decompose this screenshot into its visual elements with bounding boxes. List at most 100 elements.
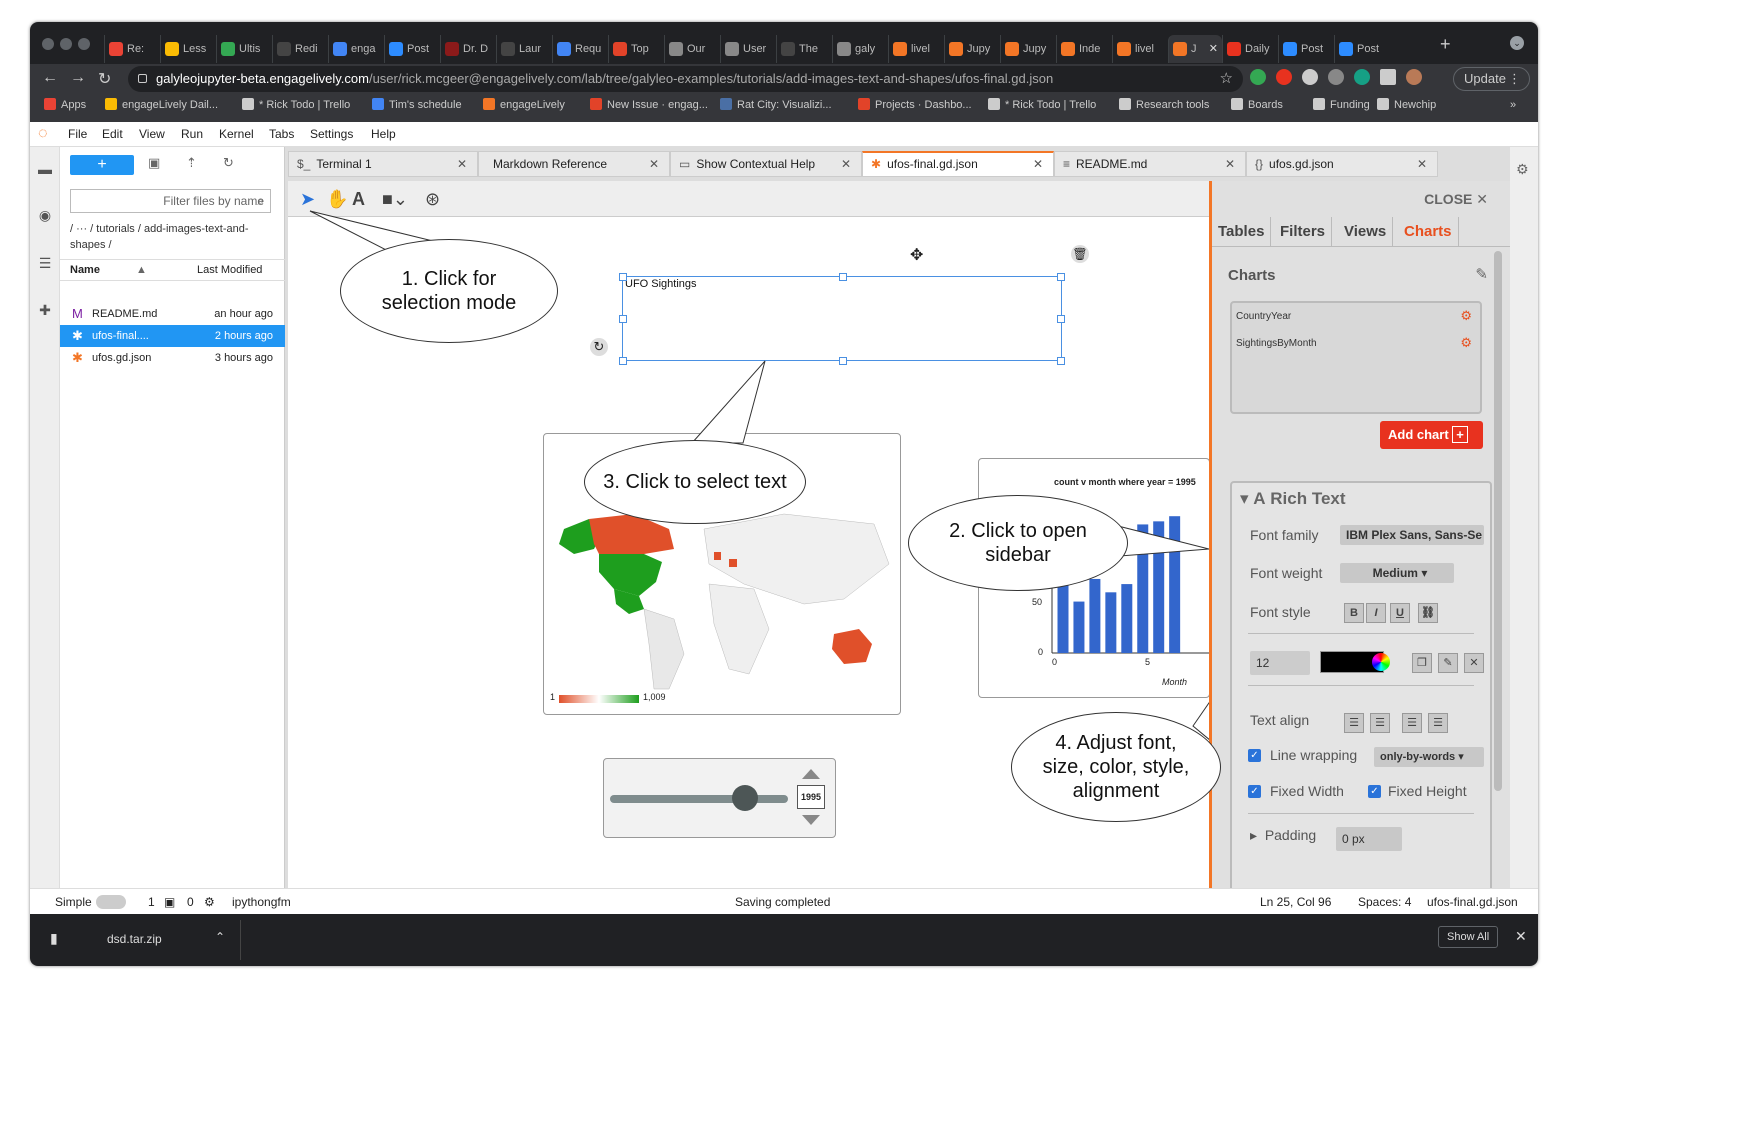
name-column-header[interactable]: Name xyxy=(70,264,100,276)
running-icon[interactable]: ◉ xyxy=(38,207,52,223)
tab-search-icon[interactable]: ⌄ xyxy=(1510,36,1524,50)
browser-tab[interactable]: Redi xyxy=(272,35,328,63)
align-right-icon[interactable]: ☰ xyxy=(1402,713,1422,733)
breadcrumb[interactable]: / ··· / tutorials / add-images-text-and-… xyxy=(70,223,249,251)
bookmark-item[interactable]: Newchip xyxy=(1377,94,1436,116)
text-box-selected[interactable]: UFO Sightings xyxy=(619,273,1065,365)
resize-handle[interactable] xyxy=(1057,315,1065,323)
download-item[interactable]: dsd.tar.zip xyxy=(107,932,162,946)
extension-icon[interactable] xyxy=(1328,69,1344,85)
resize-handle[interactable] xyxy=(1057,357,1065,365)
drive-icon[interactable] xyxy=(1250,69,1266,85)
italic-button[interactable]: I xyxy=(1366,603,1386,623)
sidebar-scrollbar[interactable] xyxy=(1494,251,1502,791)
doc-tab[interactable]: $_Terminal 1✕ xyxy=(288,151,478,177)
show-all-button[interactable]: Show All xyxy=(1438,926,1499,948)
color-wheel-icon[interactable] xyxy=(1372,653,1390,671)
gear-icon[interactable]: ⚙ xyxy=(1460,335,1472,350)
close-icon[interactable]: ✕ xyxy=(1032,157,1043,171)
rotate-icon[interactable]: ↻ xyxy=(590,338,608,356)
avatar[interactable] xyxy=(1406,69,1422,85)
close-icon[interactable]: ✕ xyxy=(456,157,467,171)
menu-view[interactable]: View xyxy=(139,127,165,141)
fixed-width-checkbox[interactable]: ✓ xyxy=(1248,785,1261,798)
fixed-height-checkbox[interactable]: ✓ xyxy=(1368,785,1381,798)
window-controls[interactable] xyxy=(42,38,96,53)
menu-tabs[interactable]: Tabs xyxy=(269,127,295,141)
bookmark-item[interactable]: Boards xyxy=(1231,94,1283,116)
browser-tab[interactable]: Jupy xyxy=(1000,35,1056,63)
link-icon[interactable]: ⛓ xyxy=(1418,603,1438,623)
refresh-icon[interactable]: ↻ xyxy=(223,155,234,170)
file-row[interactable]: ✱ufos-final....2 hours ago xyxy=(60,325,285,347)
year-value[interactable]: 1995 xyxy=(797,785,825,809)
calendar-icon[interactable] xyxy=(1276,69,1292,85)
resize-handle[interactable] xyxy=(619,357,627,365)
font-size-input[interactable]: 12 xyxy=(1250,651,1310,675)
browser-tab[interactable]: Top xyxy=(608,35,664,63)
bookmark-star-icon[interactable]: ☆ xyxy=(1219,70,1233,87)
browser-tab[interactable]: Post xyxy=(1334,35,1390,63)
forward-icon[interactable]: → xyxy=(70,69,86,86)
browser-tab[interactable]: J✕ xyxy=(1168,35,1222,63)
resize-handle[interactable] xyxy=(839,273,847,281)
browser-tab[interactable]: galy xyxy=(832,35,888,63)
new-launcher-button[interactable]: + xyxy=(70,155,134,175)
bookmark-item[interactable]: Research tools xyxy=(1119,94,1209,116)
resize-handle[interactable] xyxy=(619,273,627,281)
reload-icon[interactable]: ↻ xyxy=(98,71,112,88)
line-wrapping-select[interactable]: only-by-words ▾ xyxy=(1374,747,1484,767)
close-tab-icon[interactable]: ✕ xyxy=(1208,43,1218,55)
bold-button[interactable]: B xyxy=(1344,603,1364,623)
menu-help[interactable]: Help xyxy=(371,127,396,141)
slider-track[interactable] xyxy=(610,795,788,803)
move-icon[interactable]: ✥ xyxy=(910,247,924,264)
copy-icon[interactable]: ❐ xyxy=(1412,653,1432,673)
browser-tab[interactable]: livel xyxy=(888,35,944,63)
underline-button[interactable]: U xyxy=(1390,603,1410,623)
align-justify-icon[interactable]: ☰ xyxy=(1428,713,1448,733)
menu-settings[interactable]: Settings xyxy=(310,127,354,141)
rich-text-title[interactable]: ▾ A Rich Text xyxy=(1240,489,1346,508)
align-center-icon[interactable]: ☰ xyxy=(1370,713,1390,733)
browser-tab[interactable]: Inde xyxy=(1056,35,1112,63)
upload-icon[interactable]: ⇡ xyxy=(186,155,197,170)
add-chart-button[interactable]: Add chart + xyxy=(1380,421,1483,449)
padding-input[interactable]: 0 px xyxy=(1336,827,1402,851)
padding-toggle[interactable]: ▸ Padding xyxy=(1250,827,1317,843)
doc-tab[interactable]: {}ufos.gd.json✕ xyxy=(1246,151,1438,177)
bookmark-item[interactable]: * Rick Todo | Trello xyxy=(988,94,1096,116)
close-icon[interactable]: ✕ xyxy=(1416,157,1427,171)
update-button[interactable]: Update ⋮ xyxy=(1453,67,1530,91)
bookmark-item[interactable]: Tim's schedule xyxy=(372,94,462,116)
shape-tool-icon[interactable]: ■⌄ xyxy=(382,189,408,209)
bookmark-item[interactable]: engageLively xyxy=(483,94,565,116)
menu-edit[interactable]: Edit xyxy=(102,127,123,141)
back-icon[interactable]: ← xyxy=(42,69,58,86)
line-wrapping-checkbox[interactable]: ✓ xyxy=(1248,749,1261,762)
commands-icon[interactable]: ☰ xyxy=(38,255,52,271)
chevron-up-icon[interactable]: ⌃ xyxy=(215,930,226,944)
close-icon[interactable]: ✕ xyxy=(840,157,851,171)
slider-knob[interactable] xyxy=(732,785,758,811)
resize-handle[interactable] xyxy=(619,315,627,323)
browser-tab[interactable]: Jupy xyxy=(944,35,1000,63)
menu-kernel[interactable]: Kernel xyxy=(219,127,254,141)
eyedropper-icon[interactable]: ✎ xyxy=(1438,653,1458,673)
browser-tab[interactable]: livel xyxy=(1112,35,1168,63)
clear-color-icon[interactable]: ✕ xyxy=(1464,653,1484,673)
url-field[interactable]: galyleojupyter-beta.engagelively.com/use… xyxy=(128,66,1243,92)
select-arrow-icon[interactable]: ➤ xyxy=(300,189,316,209)
browser-tab[interactable]: Less xyxy=(160,35,216,63)
extension-icon[interactable] xyxy=(1302,69,1318,85)
browser-tab[interactable]: User xyxy=(720,35,776,63)
browser-tab[interactable]: Laur xyxy=(496,35,552,63)
simple-mode-toggle[interactable] xyxy=(96,895,126,909)
menu-file[interactable]: File xyxy=(68,127,88,141)
new-folder-icon[interactable]: ▣ xyxy=(148,155,161,170)
bookmark-item[interactable]: Projects · Dashbo... xyxy=(858,94,972,116)
doc-tab[interactable]: ≡README.md✕ xyxy=(1054,151,1246,177)
chart-list-item[interactable]: CountryYear xyxy=(1236,311,1292,322)
bookmark-item[interactable]: New Issue · engag... xyxy=(590,94,708,116)
